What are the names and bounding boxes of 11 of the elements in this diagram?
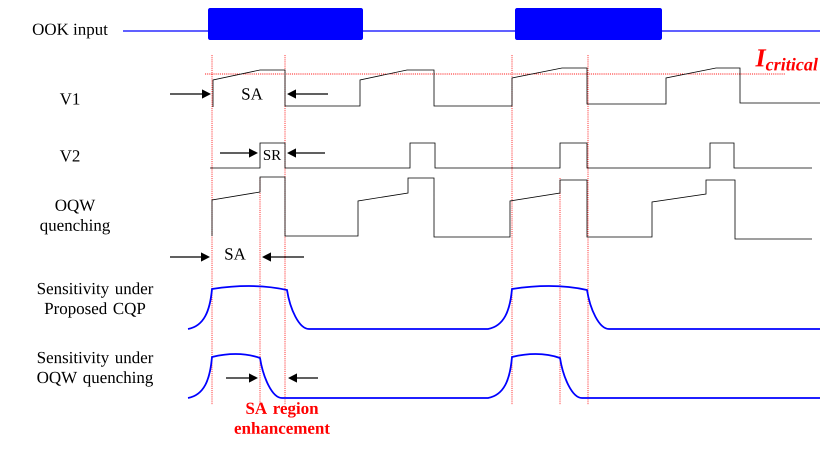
label-text: V2 bbox=[60, 150, 80, 162]
label-text: SA bbox=[242, 88, 263, 100]
label-text: V1 bbox=[60, 93, 80, 105]
label-text: Sensitivity under OQW quenching bbox=[37, 351, 154, 387]
label-text: OQW quenching bbox=[40, 200, 110, 234]
label-text: OOK input bbox=[32, 24, 108, 38]
label-text: I$_{critical}$ bbox=[755, 49, 818, 71]
label-text: SA region enhancement bbox=[234, 402, 330, 434]
label-text: Sensitivity under Proposed CQP bbox=[38, 282, 154, 318]
label-text: SA bbox=[225, 248, 246, 260]
label-text: SR bbox=[264, 150, 282, 160]
